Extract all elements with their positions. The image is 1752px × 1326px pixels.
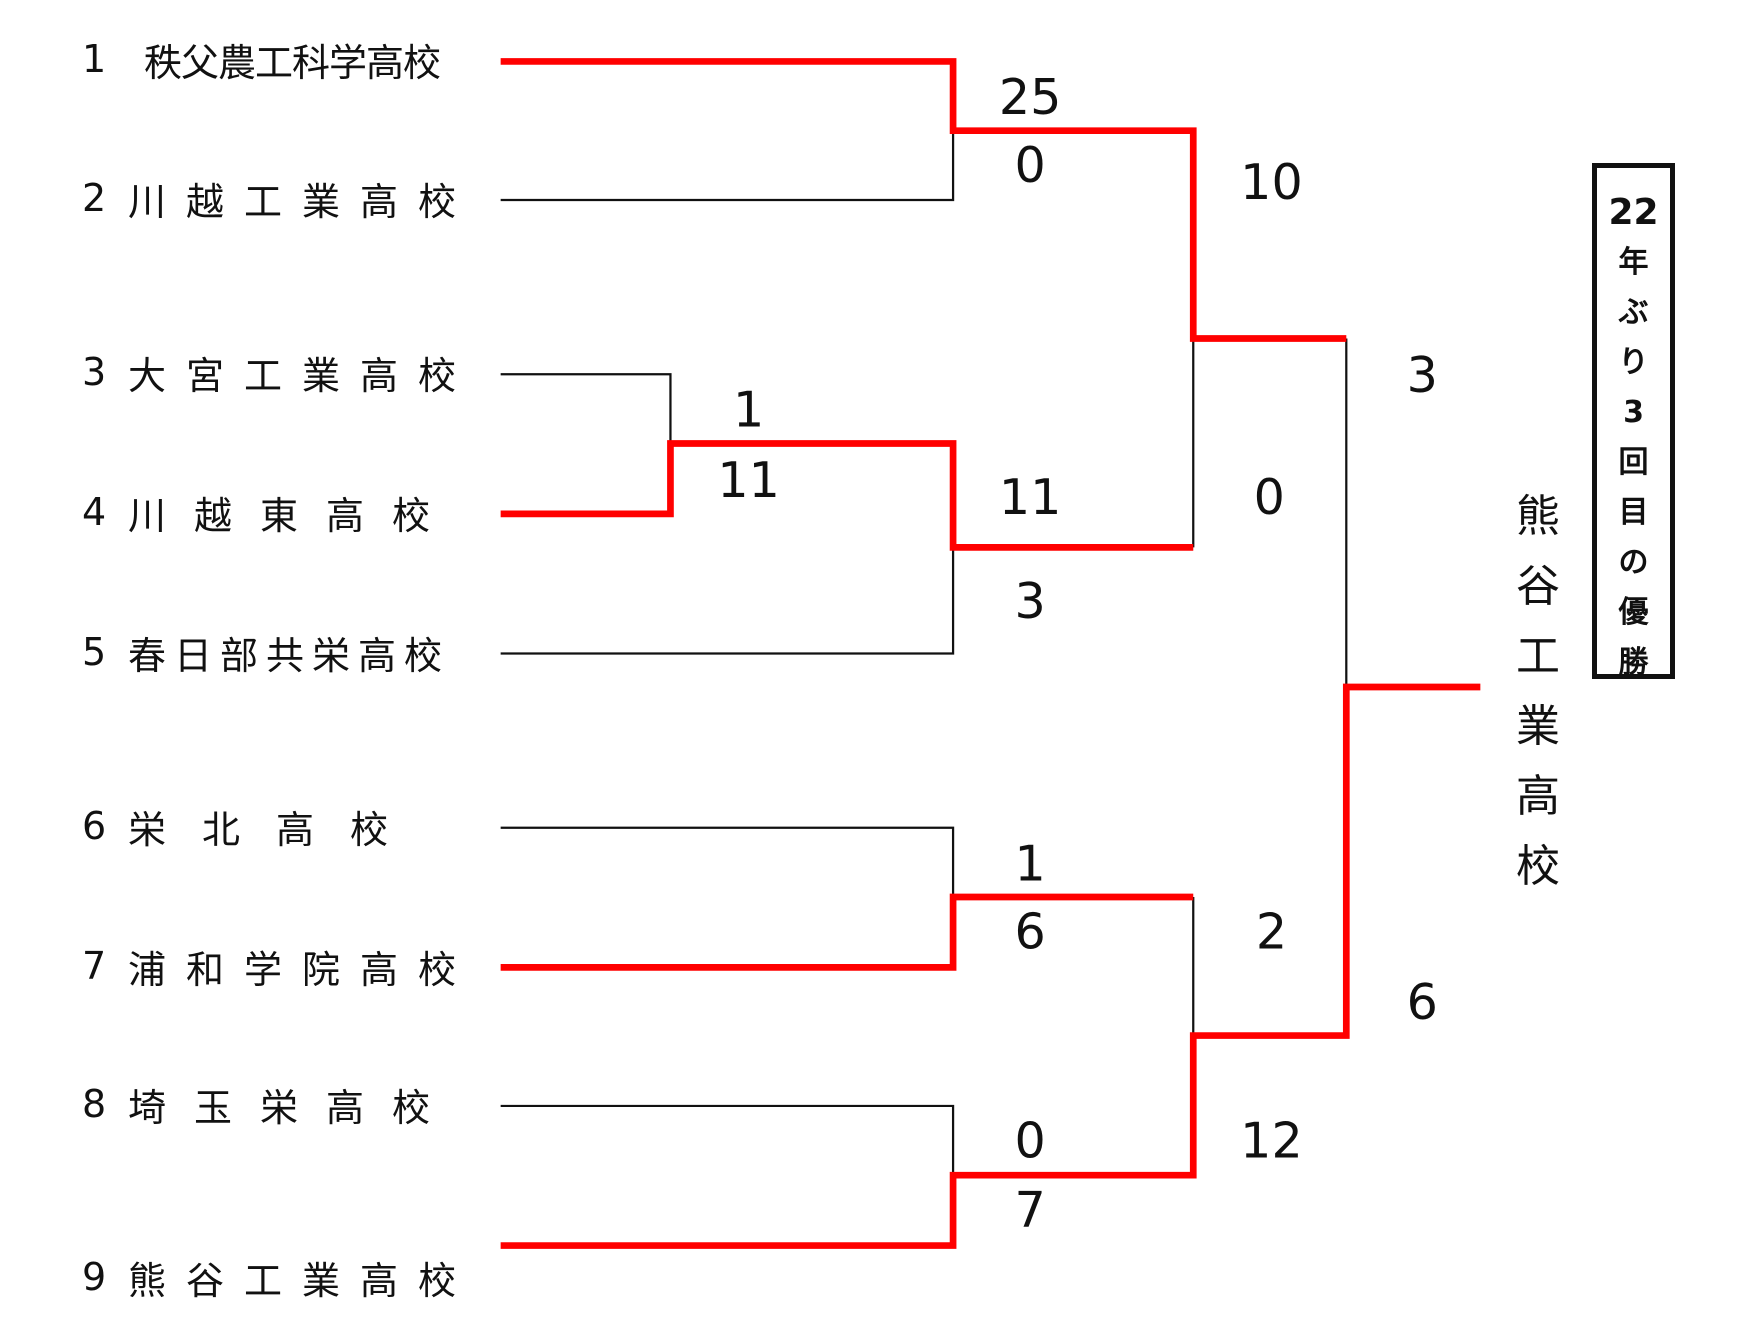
win-path-team-7 [500,893,1194,971]
team-name: 栄北高校 [128,807,425,852]
team-7: 7 浦和学院高校 [82,941,477,992]
banner-char: 年 [1618,245,1649,280]
score: 1 [733,381,764,439]
team-9: 9 熊谷工業高校 [82,1252,477,1303]
score: 0 [1015,1111,1046,1169]
team-name: 大宮工業高校 [128,353,477,398]
champion-char: 谷 [1516,561,1560,612]
team-2: 2 川越工業高校 [82,173,477,224]
banner-char: の [1618,545,1649,580]
line-team-8 [500,1104,955,1176]
team-4: 4 川越東高校 [82,487,459,538]
banner-char: 優 [1618,595,1649,630]
scores: 1 11 25 0 11 3 1 6 0 7 10 0 2 12 3 6 [717,68,1438,1239]
team-8: 8 埼玉栄高校 [82,1079,459,1130]
win-path-team-9 [500,683,1481,1249]
line-team-2 [500,130,955,202]
line-team-6 [500,826,955,898]
champion-char: 高 [1516,771,1560,822]
score: 1 [1015,834,1046,892]
score: 2 [1256,902,1287,960]
banner-char: 勝 [1618,645,1649,680]
line-team-3 [500,373,672,444]
score: 11 [999,468,1062,526]
score: 3 [1407,346,1438,404]
banner-years: 22 [1608,192,1659,233]
banner-char: ぶ [1618,295,1649,330]
champion-char: 工 [1516,631,1560,682]
score: 0 [1254,468,1285,526]
score: 7 [1015,1181,1046,1239]
score: 0 [1015,136,1046,194]
champion-char: 業 [1516,701,1560,752]
team-seed: 8 [82,1082,107,1126]
team-seed: 3 [82,350,107,394]
team-seed: 7 [82,944,107,988]
winning-path [500,58,1481,1249]
banner-char: 回 [1618,445,1649,480]
team-name: 川越東高校 [128,493,459,538]
bracket-lines [500,130,1348,1176]
team-name: 春日部共栄高校 [128,633,451,678]
win-path-team-1 [500,58,1347,342]
team-seed: 5 [82,630,107,674]
banner-char: 目 [1618,495,1649,530]
champion-name: 熊谷工業高校 [1510,482,1566,902]
team-seed: 6 [82,804,107,848]
team-name: 川越工業高校 [128,179,477,224]
team-seed: 2 [82,176,107,220]
team-1: 1 秩父農工科学高校 [82,34,441,85]
banner-char: り [1618,345,1649,380]
team-seed: 1 [82,37,107,81]
score: 12 [1240,1111,1303,1169]
win-path-team-4 [500,440,1194,551]
team-name: 埼玉栄高校 [128,1085,459,1130]
score: 11 [717,451,780,509]
team-name: 熊谷工業高校 [128,1258,477,1303]
score: 6 [1407,973,1438,1031]
champion-char: 熊 [1516,491,1560,542]
team-seed: 4 [82,490,107,534]
team-name: 秩父農工科学高校 [144,40,441,85]
score: 3 [1015,572,1046,630]
team-name: 浦和学院高校 [128,947,477,992]
score: 6 [1015,902,1046,960]
champion-char: 校 [1516,841,1560,892]
line-team-5 [500,547,955,655]
championship-banner: 22 年ぶり 3 回目の優勝 [1592,163,1675,680]
team-seed: 9 [82,1255,107,1299]
score: 10 [1240,153,1303,211]
team-6: 6 栄北高校 [82,801,425,852]
team-5: 5 春日部共栄高校 [82,627,451,678]
banner-char: 3 [1623,395,1644,430]
score: 25 [999,68,1062,126]
team-3: 3 大宮工業高校 [82,347,477,398]
